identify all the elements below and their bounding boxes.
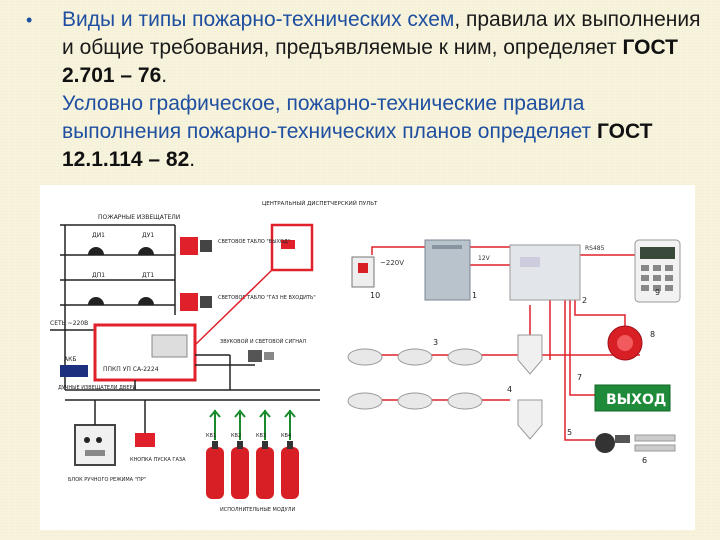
callout-1: 1 (472, 291, 477, 300)
detector-label-1: ДИ1 (92, 232, 105, 239)
sign-exit-label: СВЕТОВОЕ ТАБЛО "ВЫХОД" (218, 239, 290, 245)
release-button-label: КНОПКА ПУСКА ГАЗА (130, 457, 186, 463)
gost-reference-2: ГОСТ 12.1.114 – 82 (62, 120, 653, 171)
callout-8: 8 (650, 330, 655, 339)
motion-detector-2 (517, 399, 543, 440)
valve-label-3: КВ3 (256, 433, 266, 439)
callout-10: 10 (370, 291, 380, 300)
callout-2: 2 (582, 296, 587, 305)
callout-6: 6 (642, 456, 647, 465)
intro-text: • Виды и типы пожарно-технических схем, … (26, 6, 706, 174)
voltage-label: ~220V (380, 259, 404, 267)
detector-label-2: ДУ1 (142, 232, 154, 239)
callout-7: 7 (577, 373, 582, 382)
valve-label-1: КВ1 (206, 433, 216, 439)
left-diagram: ПОЖАРНЫЕ ИЗВЕЩАТЕЛИ ДИ1 ДУ1 ДП1 ДТ1 ЦЕНТ… (50, 200, 378, 513)
keypad-keys (641, 265, 673, 291)
buttons-label: ДУЧНЫЕ ИЗВЕЩАТЕЛИ ДВЕРИ (58, 385, 137, 391)
term-highlight: Виды и типы пожарно-технических схем (62, 8, 455, 31)
dc-label: 12V (478, 255, 491, 262)
paragraph-1-text: Виды и типы пожарно-технических схем, пр… (62, 6, 706, 90)
right-diagram: ~220V 12V RS485 (340, 235, 690, 525)
callout-5: 5 (567, 428, 572, 437)
control-panel (93, 323, 197, 382)
callout-9: 9 (655, 288, 660, 297)
valves (209, 409, 296, 440)
sign-no-enter-label: СВЕТОВОЕ ТАБЛО "ГАЗ НЕ ВХОДИТЬ" (218, 295, 316, 301)
mains-label: СЕТЬ ~220В (50, 320, 88, 327)
schemes-svg: ПОЖАРНЫЕ ИЗВЕЩАТЕЛИ ДИ1 ДУ1 ДП1 ДТ1 ЦЕНТ… (50, 200, 690, 525)
battery-label: АКБ (64, 356, 76, 363)
manual-mode-panel (74, 424, 116, 466)
sound-light-icon (248, 350, 262, 362)
motion-detector-1 (517, 334, 543, 375)
p1-end: . (161, 64, 168, 87)
valve-label-2: КВ2 (231, 433, 241, 439)
exit-sign (594, 384, 671, 412)
sign-no-enter-icon (180, 293, 198, 311)
dispatch-panel (270, 223, 314, 272)
door-contact (634, 434, 676, 442)
fire-system-illustration: ПОЖАРНЫЕ ИЗВЕЩАТЕЛИ ДИ1 ДУ1 ДП1 ДТ1 ЦЕНТ… (40, 185, 695, 530)
power-supply (424, 239, 471, 301)
bus-label: RS485 (585, 245, 605, 252)
callout-numbers: 10 1 2 3 4 5 6 7 8 9 (370, 288, 660, 465)
detectors-header: ПОЖАРНЫЕ ИЗВЕЩАТЕЛИ (98, 214, 180, 221)
paragraph-1: • Виды и типы пожарно-технических схем, … (26, 6, 706, 90)
detector-icons (88, 247, 154, 305)
sound-light-label: ЗВУКОВОЙ И СВЕТОВОЙ СИГНАЛ (220, 338, 306, 345)
gost-reference-1: ГОСТ 2.701 – 76 (62, 36, 678, 87)
manual-mode-label: БЛОК РУЧНОГО РЕЖИМА "ПР" (68, 477, 146, 483)
gas-cylinders (206, 441, 299, 499)
release-button-icon (135, 433, 155, 447)
key-reader (595, 433, 615, 453)
detector-label-3: ДП1 (92, 272, 105, 279)
battery-icon (60, 365, 88, 377)
sign-exit-icon (180, 237, 198, 255)
detector-label-4: ДТ1 (142, 272, 154, 279)
callout-4: 4 (507, 385, 512, 394)
valve-label-4: КВ4 (281, 433, 291, 439)
bullet: • (26, 10, 33, 30)
p2-end: . (189, 148, 196, 171)
smoke-detectors (347, 348, 483, 410)
dispatch-panel-label: ЦЕНТРАЛЬНЫЙ ДИСПЕТЧЕРСКИЙ ПУЛЬТ (262, 200, 378, 207)
paragraph-2: Условно графическое, пожарно-технические… (26, 90, 706, 174)
control-panel-label: ППКП УП СА-2224 (103, 366, 159, 373)
cylinders-label: ИСПОЛНИТЕЛЬНЫЕ МОДУЛИ (220, 507, 295, 513)
p1-body: , правила их выполнения и общие требован… (62, 8, 701, 59)
p2-body: Условно графическое, пожарно-технические… (62, 92, 598, 143)
controller-unit (509, 244, 581, 301)
callout-3: 3 (433, 338, 438, 347)
exit-sign-text: ВЫХОД (606, 392, 666, 408)
